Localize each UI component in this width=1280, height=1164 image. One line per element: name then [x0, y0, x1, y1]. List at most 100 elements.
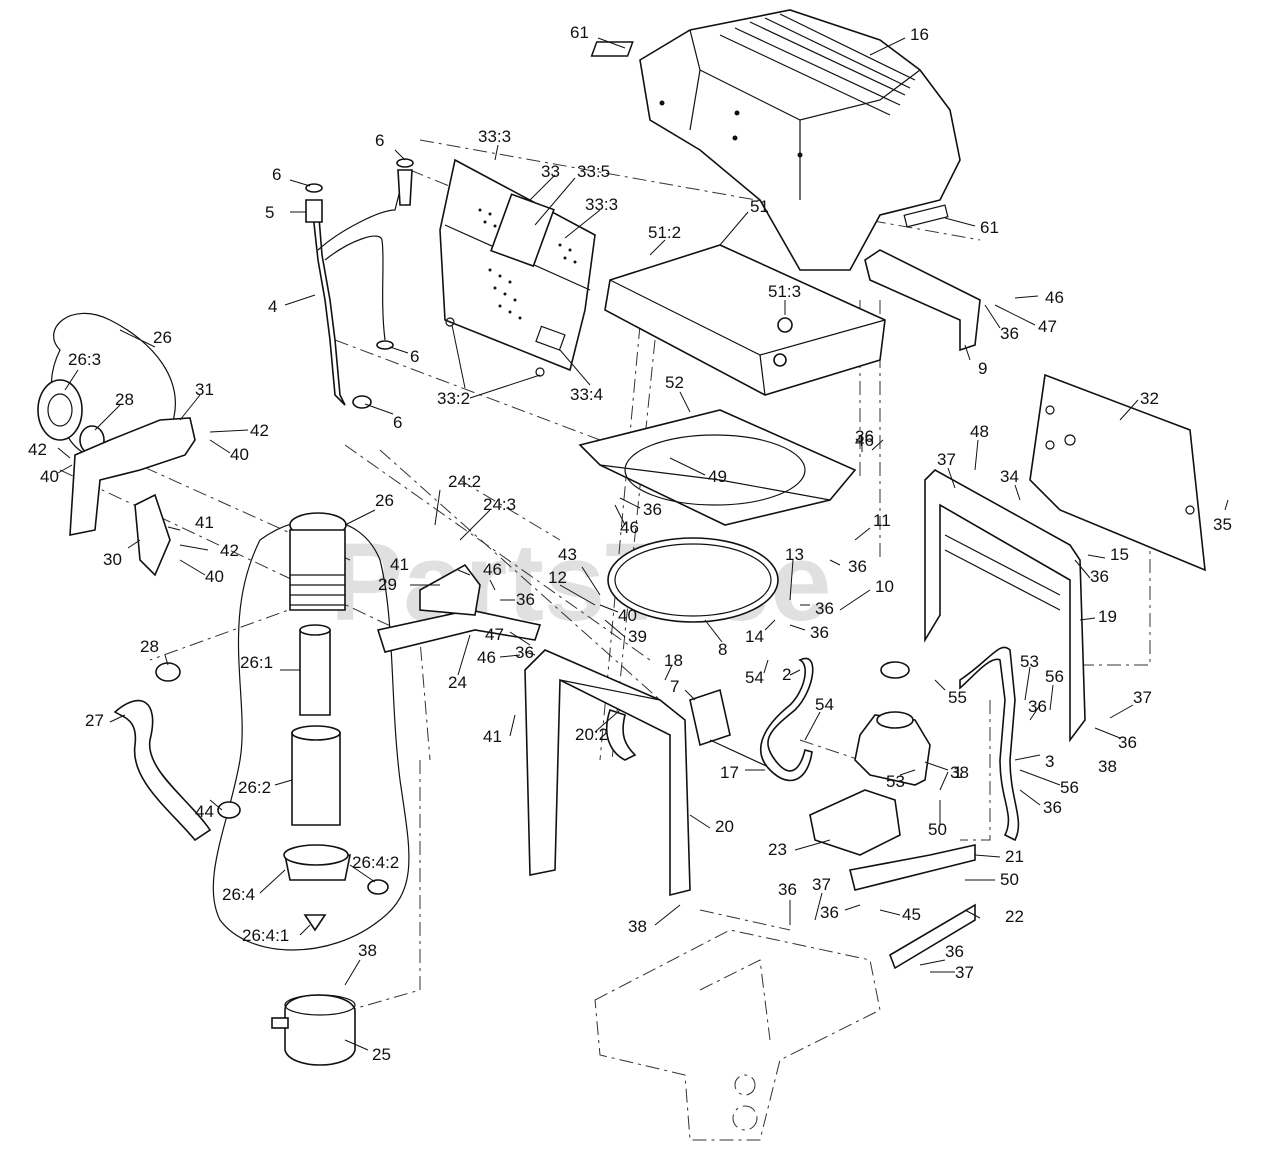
callout-47: 47 — [485, 625, 504, 644]
callout-24-3: 24:3 — [483, 495, 516, 514]
callout-56: 56 — [1045, 667, 1064, 686]
callout-21: 21 — [1005, 847, 1024, 866]
bracket-part-29 — [419, 563, 481, 616]
callout-26: 26 — [153, 328, 172, 347]
plate-part-7 — [689, 688, 731, 747]
chassis-phantom — [594, 929, 881, 1141]
ring-part-8 — [607, 537, 779, 623]
callout-33-3: 33:3 — [478, 127, 511, 146]
callout-20-2: 20:2 — [575, 725, 608, 744]
hood-ribs — [719, 13, 916, 116]
callout-54: 54 — [745, 668, 764, 687]
callout-9: 9 — [978, 359, 987, 378]
callout-6: 6 — [272, 165, 281, 184]
callout-17: 17 — [720, 763, 739, 782]
callout-45: 45 — [902, 905, 921, 924]
callout-37: 37 — [812, 875, 831, 894]
tray-part-51 — [604, 244, 886, 396]
callout-5: 5 — [265, 203, 274, 222]
callout-36: 36 — [515, 643, 534, 662]
callout-25: 25 — [372, 1045, 391, 1064]
callout-53: 53 — [1020, 652, 1039, 671]
callout-36: 36 — [855, 427, 874, 446]
callout-36: 36 — [848, 557, 867, 576]
callout-36: 36 — [810, 623, 829, 642]
panel-grill — [478, 208, 577, 320]
callout-31: 31 — [195, 380, 214, 399]
callout-8: 8 — [718, 640, 727, 659]
callout-1: 1 — [953, 763, 962, 782]
callout-36: 36 — [643, 500, 662, 519]
callout-36: 36 — [945, 942, 964, 961]
callout-6: 6 — [410, 347, 419, 366]
callout-26: 26 — [375, 491, 394, 510]
callout-36: 36 — [516, 590, 535, 609]
callout-36: 36 — [1000, 324, 1019, 343]
callout-55: 55 — [948, 688, 967, 707]
callout-54: 54 — [815, 695, 834, 714]
callout-56: 56 — [1060, 778, 1079, 797]
callout-34: 34 — [1000, 467, 1019, 486]
callout-16: 16 — [910, 25, 929, 44]
panel-part-33 — [439, 158, 596, 377]
callout-28: 28 — [140, 637, 159, 656]
callout-24: 24 — [448, 673, 467, 692]
hose-part-2 — [759, 657, 814, 782]
callout-41: 41 — [195, 513, 214, 532]
callout-4: 4 — [268, 297, 277, 316]
callout-51-3: 51:3 — [768, 282, 801, 301]
callout-35: 35 — [1213, 515, 1232, 534]
callout-43: 43 — [558, 545, 577, 564]
callout-38: 38 — [628, 917, 647, 936]
callout-36: 36 — [1028, 697, 1047, 716]
clamp-part-44 — [217, 801, 241, 819]
callout-14: 14 — [745, 627, 764, 646]
callout-50: 50 — [1000, 870, 1019, 889]
air-cleaner-cover-part-26 — [37, 312, 176, 462]
callout-6: 6 — [393, 413, 402, 432]
leader-lines — [57, 37, 1229, 1051]
callout-19: 19 — [1098, 607, 1117, 626]
tank-part-1 — [854, 661, 931, 786]
callout-36: 36 — [778, 880, 797, 899]
callout-40: 40 — [618, 606, 637, 625]
callout-36: 36 — [1043, 798, 1062, 817]
callout-33: 33 — [541, 162, 560, 181]
callout-28: 28 — [115, 390, 134, 409]
callout-15: 15 — [1110, 545, 1129, 564]
callout-42: 42 — [250, 421, 269, 440]
callout-27: 27 — [85, 711, 104, 730]
hoses-part-4 — [305, 158, 414, 409]
callout-46: 46 — [477, 648, 496, 667]
callout-42: 42 — [28, 440, 47, 459]
callout-10: 10 — [875, 577, 894, 596]
callout-40: 40 — [205, 567, 224, 586]
callout-26-3: 26:3 — [68, 350, 101, 369]
callout-40: 40 — [40, 467, 59, 486]
frame-part-20 — [524, 649, 691, 897]
callout-61: 61 — [980, 218, 999, 237]
callout-46: 46 — [620, 518, 639, 537]
callout-51: 51 — [750, 197, 769, 216]
callout-32: 32 — [1140, 389, 1159, 408]
callout-41: 41 — [390, 555, 409, 574]
hose-part-27 — [113, 699, 212, 842]
callout-42: 42 — [220, 541, 239, 560]
bracket-part-31 — [69, 417, 196, 536]
callout-38: 38 — [950, 763, 969, 782]
callout-13: 13 — [785, 545, 804, 564]
callout-39: 39 — [628, 627, 647, 646]
callout-20: 20 — [715, 817, 734, 836]
callout-30: 30 — [103, 550, 122, 569]
callout-40: 40 — [230, 445, 249, 464]
callout-18: 18 — [664, 651, 683, 670]
callout-11: 11 — [873, 511, 891, 530]
clamp-part-25 — [271, 994, 356, 1066]
callout-26-4: 26:4 — [222, 885, 255, 904]
callout-47: 47 — [1038, 317, 1057, 336]
callout-46: 46 — [855, 431, 874, 450]
air-cleaner-part-26 — [212, 512, 410, 951]
plate-part-32 — [1029, 373, 1206, 572]
callout-36: 36 — [820, 903, 839, 922]
